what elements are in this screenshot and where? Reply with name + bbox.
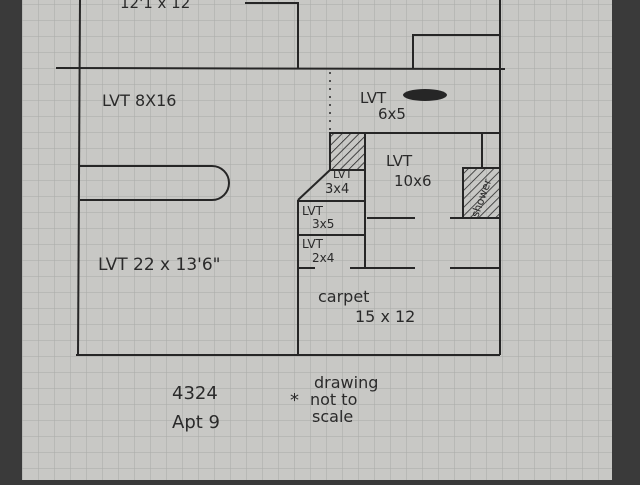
shower-area [462,167,501,219]
top-room-dims: 12'1 x 12 [120,0,190,12]
room-dims-entry: 6x5 [378,105,406,123]
grid-lines [22,0,612,480]
note-line-2: not to [310,390,357,409]
room-label-bath2: LVT [302,237,324,251]
room-label-hall: LVT 8X16 [102,91,176,110]
room-label-bedroom: carpet [318,287,369,306]
room-dims-kitchen: 10x6 [394,172,432,190]
note-line-3: scale [312,407,353,426]
room-label-entry: LVT [360,89,387,107]
apartment-number: Apt 9 [172,412,220,433]
room-dims-closet: 3x4 [325,182,349,197]
room-label-bath1: LVT [302,204,324,218]
room-dims-bath2: 2x4 [312,251,334,265]
room-label-kitchen: LVT [386,152,413,170]
room-dims-bedroom: 15 x 12 [355,307,415,326]
scribbled-out-text [403,89,447,101]
hatched-chase [329,132,366,171]
room-label-closet: LVT [333,168,352,181]
note-line-1: drawing [314,373,378,392]
room-dims-bath1: 3x5 [312,217,334,231]
address-number: 4324 [172,383,218,404]
note-asterisk: * [290,390,299,411]
room-label-living: LVT 22 x 13'6" [98,255,220,275]
